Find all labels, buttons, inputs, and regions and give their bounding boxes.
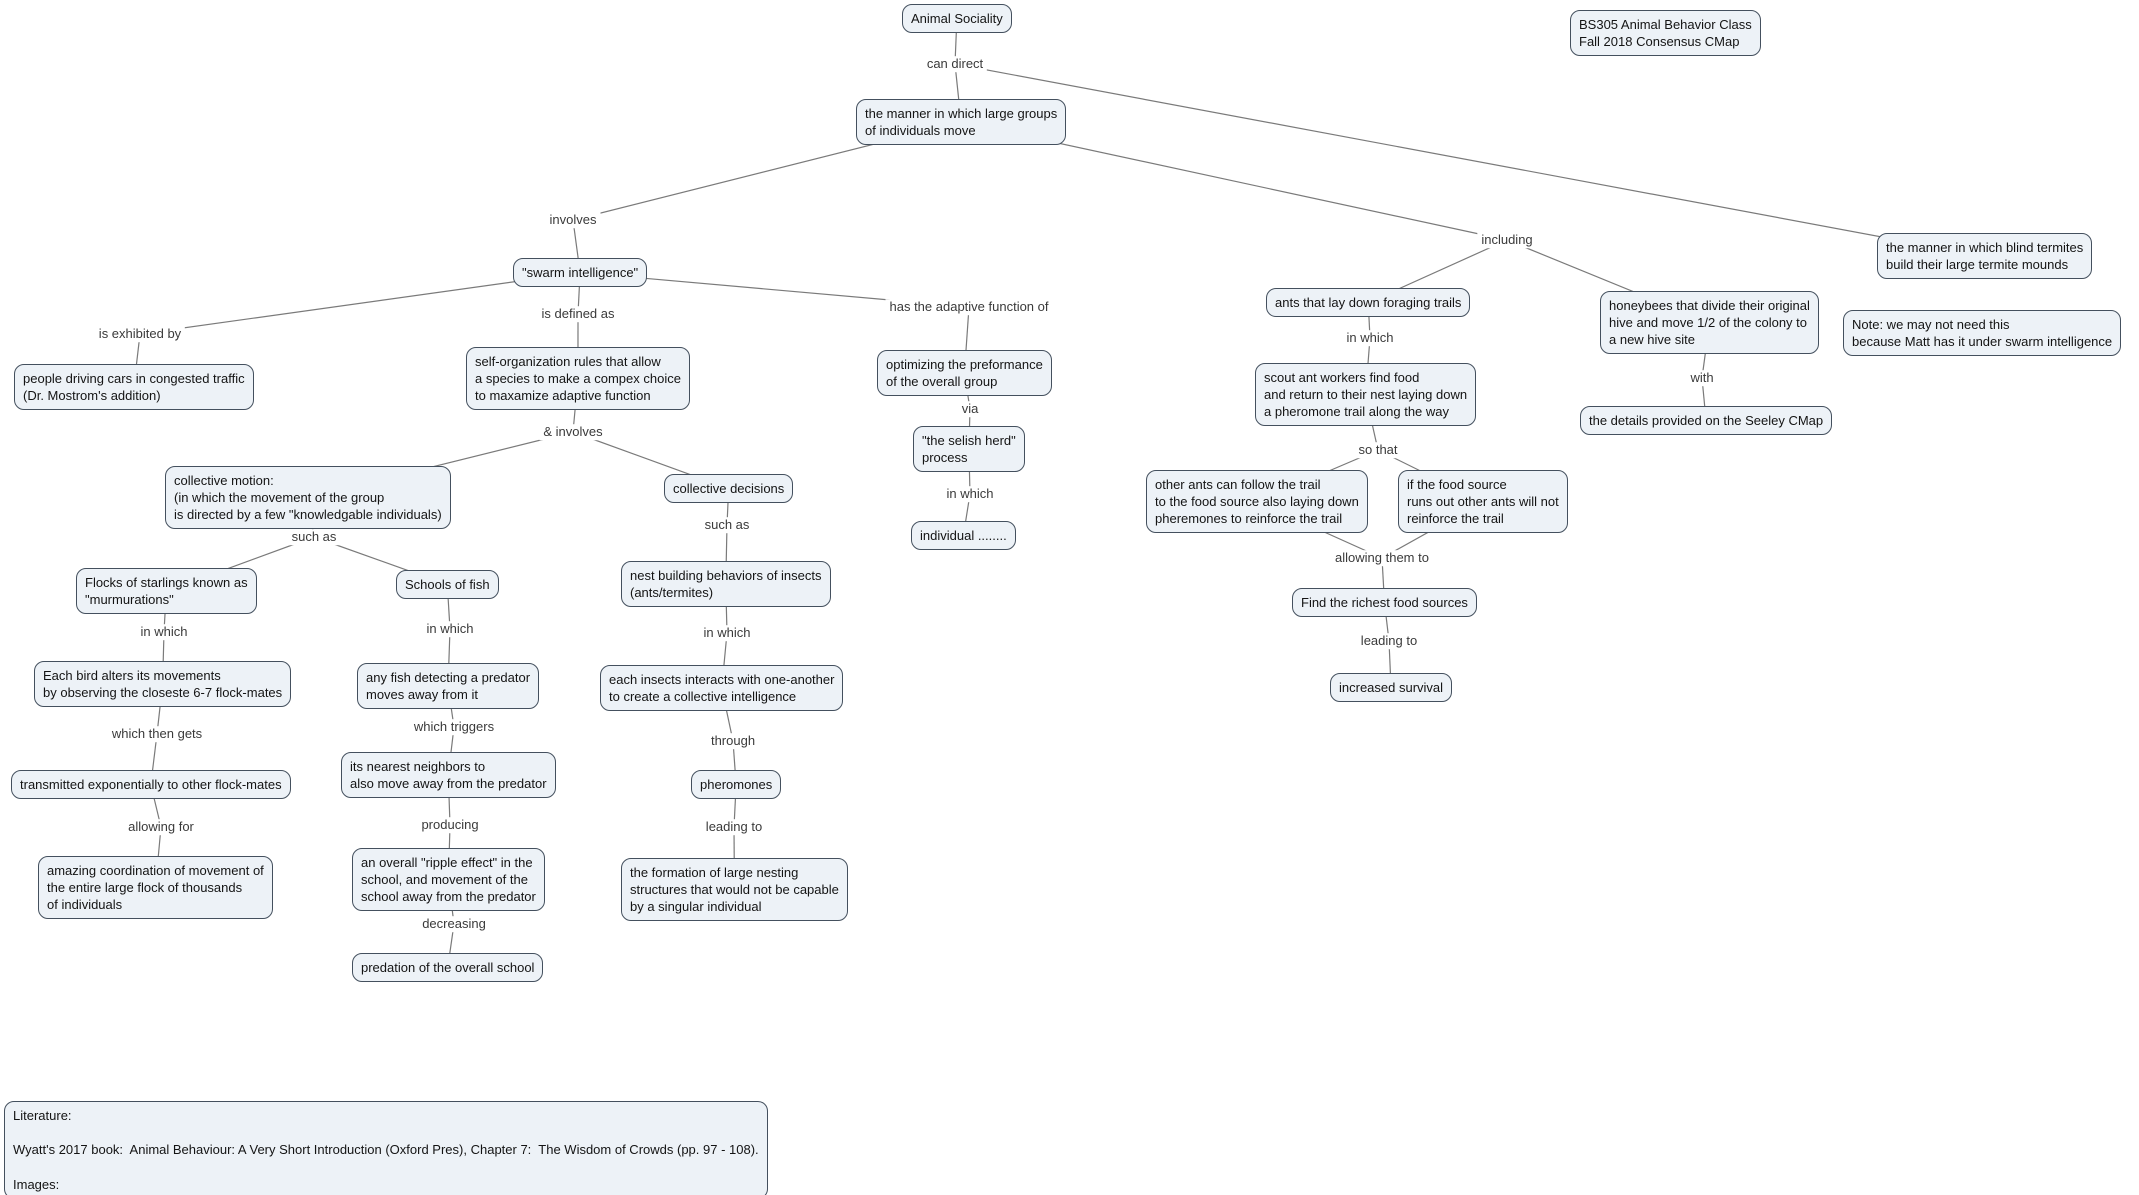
link-label-decreasing[interactable]: decreasing [418,916,490,932]
node-each-bird-alters[interactable]: Each bird alters its movements by observ… [34,661,292,708]
link-label-via[interactable]: via [957,401,983,417]
node-blind-termites[interactable]: the manner in which blind termites build… [1877,233,2093,280]
node-schools-of-fish[interactable]: Schools of fish [396,570,499,600]
link-label-through[interactable]: through [706,733,760,749]
link-label-such-as-motion[interactable]: such as [287,529,341,545]
node-predation-of-school[interactable]: predation of the overall school [352,953,544,983]
node-animal-sociality[interactable]: Animal Sociality [902,4,1012,34]
node-class-title[interactable]: BS305 Animal Behavior Class Fall 2018 Co… [1570,10,1761,57]
node-seeley-cmap-details[interactable]: the details provided on the Seeley CMap [1580,406,1833,436]
node-people-driving-cars[interactable]: people driving cars in congested traffic… [14,364,254,411]
node-collective-motion[interactable]: collective motion: (in which the movemen… [165,466,451,530]
node-amazing-coordination[interactable]: amazing coordination of movement of the … [38,856,273,920]
node-large-groups-move[interactable]: the manner in which large groups of indi… [856,99,1067,146]
node-literature-references[interactable]: Literature: Wyatt's 2017 book: Animal Be… [4,1101,768,1195]
node-food-source-runs-out[interactable]: if the food source runs out other ants w… [1398,470,1568,534]
link-label-has-adaptive-function[interactable]: has the adaptive function of [885,299,1053,315]
node-other-ants-follow[interactable]: other ants can follow the trail to the f… [1146,470,1368,534]
link-label-with[interactable]: with [1686,370,1718,386]
node-flocks-of-starlings[interactable]: Flocks of starlings known as "murmuratio… [76,568,257,615]
link-label-in-which-ants[interactable]: in which [1342,330,1398,346]
node-transmitted-exponentially[interactable]: transmitted exponentially to other flock… [11,770,291,800]
node-scout-ant-workers[interactable]: scout ant workers find food and return t… [1255,363,1477,427]
node-increased-survival[interactable]: increased survival [1330,673,1453,703]
link-label-leading-to-formation[interactable]: leading to [701,819,767,835]
node-richest-food-sources[interactable]: Find the richest food sources [1292,588,1477,618]
link-label-which-then-gets[interactable]: which then gets [107,726,207,742]
link-label-is-defined-as[interactable]: is defined as [537,306,619,322]
link-label-in-which-herd[interactable]: in which [942,486,998,502]
link-label-allowing-for[interactable]: allowing for [124,819,198,835]
node-individual[interactable]: individual ........ [911,521,1016,551]
link-label-in-which-nest[interactable]: in which [699,625,755,641]
link-label-can-direct[interactable]: can direct [922,56,988,72]
link-label-and-involves[interactable]: & involves [539,424,607,440]
node-optimizing-performance[interactable]: optimizing the preformance of the overal… [877,350,1052,397]
link-label-including[interactable]: including [1477,232,1537,248]
link-label-producing[interactable]: producing [417,817,483,833]
node-swarm-intelligence[interactable]: "swarm intelligence" [513,258,648,288]
node-nearest-neighbors[interactable]: its nearest neighbors to also move away … [341,752,556,799]
node-any-fish-detecting[interactable]: any fish detecting a predator moves away… [357,663,540,710]
node-large-nesting-structures[interactable]: the formation of large nesting structure… [621,858,848,922]
link-label-in-which-schools[interactable]: in which [422,621,478,637]
node-nest-building-behaviors[interactable]: nest building behaviors of insects (ants… [621,561,831,608]
node-self-organization-rules[interactable]: self-organization rules that allow a spe… [466,347,690,411]
link-label-leading-to-survival[interactable]: leading to [1356,633,1422,649]
link-label-so-that[interactable]: so that [1354,442,1402,458]
link-label-such-as-decisions[interactable]: such as [700,517,754,533]
node-ants-foraging-trails[interactable]: ants that lay down foraging trails [1266,288,1471,318]
node-ripple-effect[interactable]: an overall "ripple effect" in the school… [352,848,545,912]
node-note-may-not-need[interactable]: Note: we may not need this because Matt … [1843,310,2122,357]
node-insects-interact[interactable]: each insects interacts with one-another … [600,665,844,712]
link-label-allowing-them-to[interactable]: allowing them to [1331,550,1433,566]
node-pheromones[interactable]: pheromones [691,770,782,800]
node-honeybees-divide-hive[interactable]: honeybees that divide their original hiv… [1600,291,1819,355]
link-label-involves[interactable]: involves [545,212,601,228]
node-collective-decisions[interactable]: collective decisions [664,474,794,504]
node-selfish-herd-process[interactable]: "the selish herd" process [913,426,1025,473]
link-label-is-exhibited-by[interactable]: is exhibited by [94,326,186,342]
link-label-in-which-flocks[interactable]: in which [136,624,192,640]
link-label-which-triggers[interactable]: which triggers [409,719,499,735]
